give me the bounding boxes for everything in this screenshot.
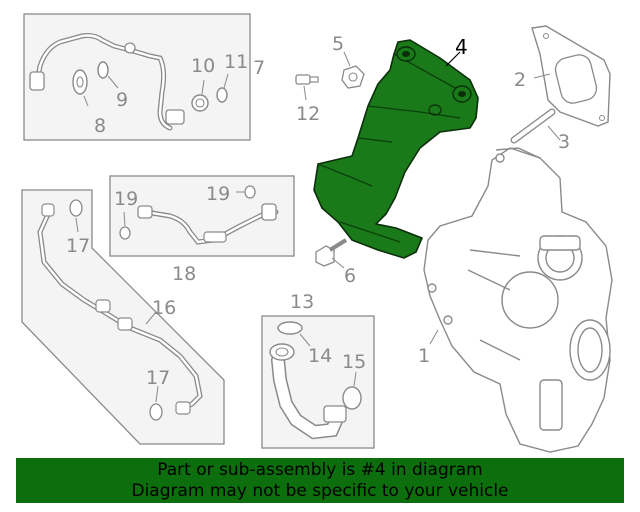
callout-6: 6 bbox=[344, 265, 356, 287]
heat-shield-part-4: 4 bbox=[313, 35, 479, 259]
nut-5: 5 bbox=[332, 33, 365, 89]
callout-12: 12 bbox=[296, 103, 320, 125]
fitting-10 bbox=[191, 94, 209, 112]
seal-ring-9 bbox=[97, 61, 109, 79]
callout-8: 8 bbox=[94, 115, 106, 137]
seal-ring-19-left bbox=[119, 226, 131, 240]
box-part-7: 8 9 10 11 7 bbox=[23, 13, 265, 141]
callout-15: 15 bbox=[342, 351, 366, 373]
callout-17b: 17 bbox=[146, 367, 170, 389]
box-part-13: 13 14 15 bbox=[261, 291, 375, 449]
callout-13: 13 bbox=[290, 291, 314, 313]
seal-ring-15 bbox=[342, 386, 362, 410]
bolt-part-6: 6 bbox=[315, 238, 356, 287]
callout-5: 5 bbox=[332, 33, 344, 55]
callout-10: 10 bbox=[191, 55, 215, 77]
callout-19a: 19 bbox=[114, 188, 138, 210]
callout-9: 9 bbox=[116, 89, 128, 111]
seal-ring-19-right bbox=[244, 185, 256, 199]
banner-line-2: Diagram may not be specific to your vehi… bbox=[131, 481, 509, 501]
gasket-part-2: 2 bbox=[514, 25, 611, 127]
banner-line-1: Part or sub-assembly is #4 in diagram bbox=[157, 460, 483, 480]
callout-16: 16 bbox=[152, 297, 176, 319]
info-banner: Part or sub-assembly is #4 in diagram Di… bbox=[16, 458, 624, 503]
bolt-12: 12 bbox=[295, 74, 320, 125]
box-part-16: 17 16 17 bbox=[21, 189, 225, 445]
seal-ring-17-bottom bbox=[149, 403, 163, 421]
callout-18: 18 bbox=[172, 263, 196, 285]
seal-ring-14 bbox=[277, 321, 303, 335]
callout-11: 11 bbox=[224, 51, 248, 73]
callout-2: 2 bbox=[514, 69, 526, 91]
box-part-18: 19 19 18 bbox=[109, 175, 295, 285]
callout-14: 14 bbox=[308, 345, 332, 367]
callout-3: 3 bbox=[558, 131, 570, 153]
callout-17a: 17 bbox=[66, 235, 90, 257]
turbocharger-part-1 bbox=[423, 147, 613, 453]
callout-1: 1 bbox=[418, 345, 430, 367]
seal-ring-17-top bbox=[69, 199, 83, 217]
stud-part-3: 3 bbox=[510, 108, 570, 153]
callout-7: 7 bbox=[253, 57, 265, 79]
heat-shield-body bbox=[313, 39, 479, 259]
callout-19b: 19 bbox=[206, 183, 230, 205]
callout-4: 4 bbox=[455, 35, 468, 59]
gasket-8 bbox=[72, 69, 88, 95]
seal-ring-11 bbox=[216, 87, 228, 103]
